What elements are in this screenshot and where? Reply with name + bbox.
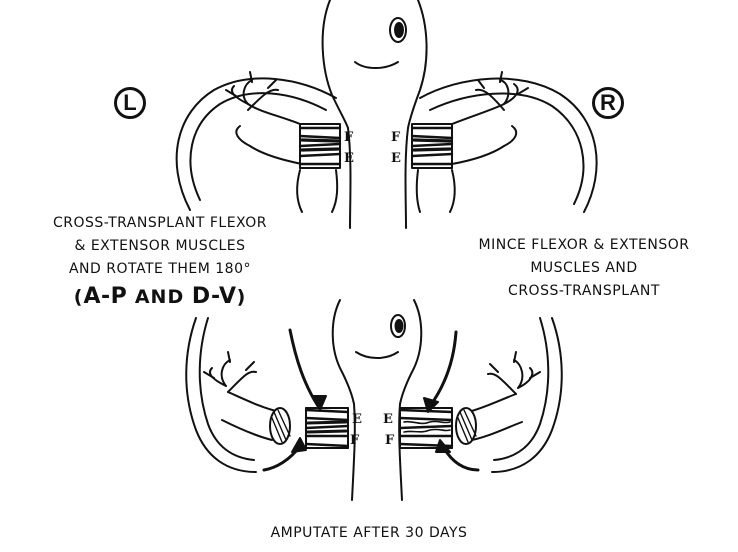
right-procedure-caption: Mince flexor & extensor muscles and cros…: [430, 234, 738, 303]
bottom-left-flexor-label: F: [350, 434, 359, 447]
left-side-marker: L: [114, 87, 146, 119]
right-caption-line-3: cross-transplant: [430, 280, 738, 303]
right-caption-line-2: muscles and: [430, 257, 738, 280]
top-right-extensor-label: E: [391, 152, 401, 165]
amputation-caption: Amputate after 30 days: [200, 522, 538, 545]
top-salamander: [177, 0, 597, 228]
dorsal-ventral-label: D-V: [192, 284, 237, 309]
top-left-extensor-label: E: [344, 152, 354, 165]
anterior-posterior-label: A-P: [83, 284, 127, 309]
bottom-left-extensor-label: E: [352, 413, 362, 426]
right-caption-line-1: Mince flexor & extensor: [430, 234, 738, 257]
bottom-salamander: [186, 300, 562, 500]
left-caption-line-2: & extensor muscles: [0, 235, 320, 258]
top-left-flexor-label: F: [344, 131, 353, 144]
bottom-right-flexor-label: F: [385, 434, 394, 447]
and-connector: and: [127, 286, 192, 308]
left-caption-line-4: (A-P and D-V): [0, 285, 320, 311]
left-caption-line-1: Cross-transplant flexor: [0, 212, 320, 235]
left-caption-line-3: and rotate them 180°: [0, 258, 320, 281]
left-procedure-caption: Cross-transplant flexor & extensor muscl…: [0, 212, 320, 311]
bottom-right-extensor-label: E: [383, 413, 393, 426]
top-right-flexor-label: F: [391, 131, 400, 144]
right-side-marker: R: [592, 87, 624, 119]
